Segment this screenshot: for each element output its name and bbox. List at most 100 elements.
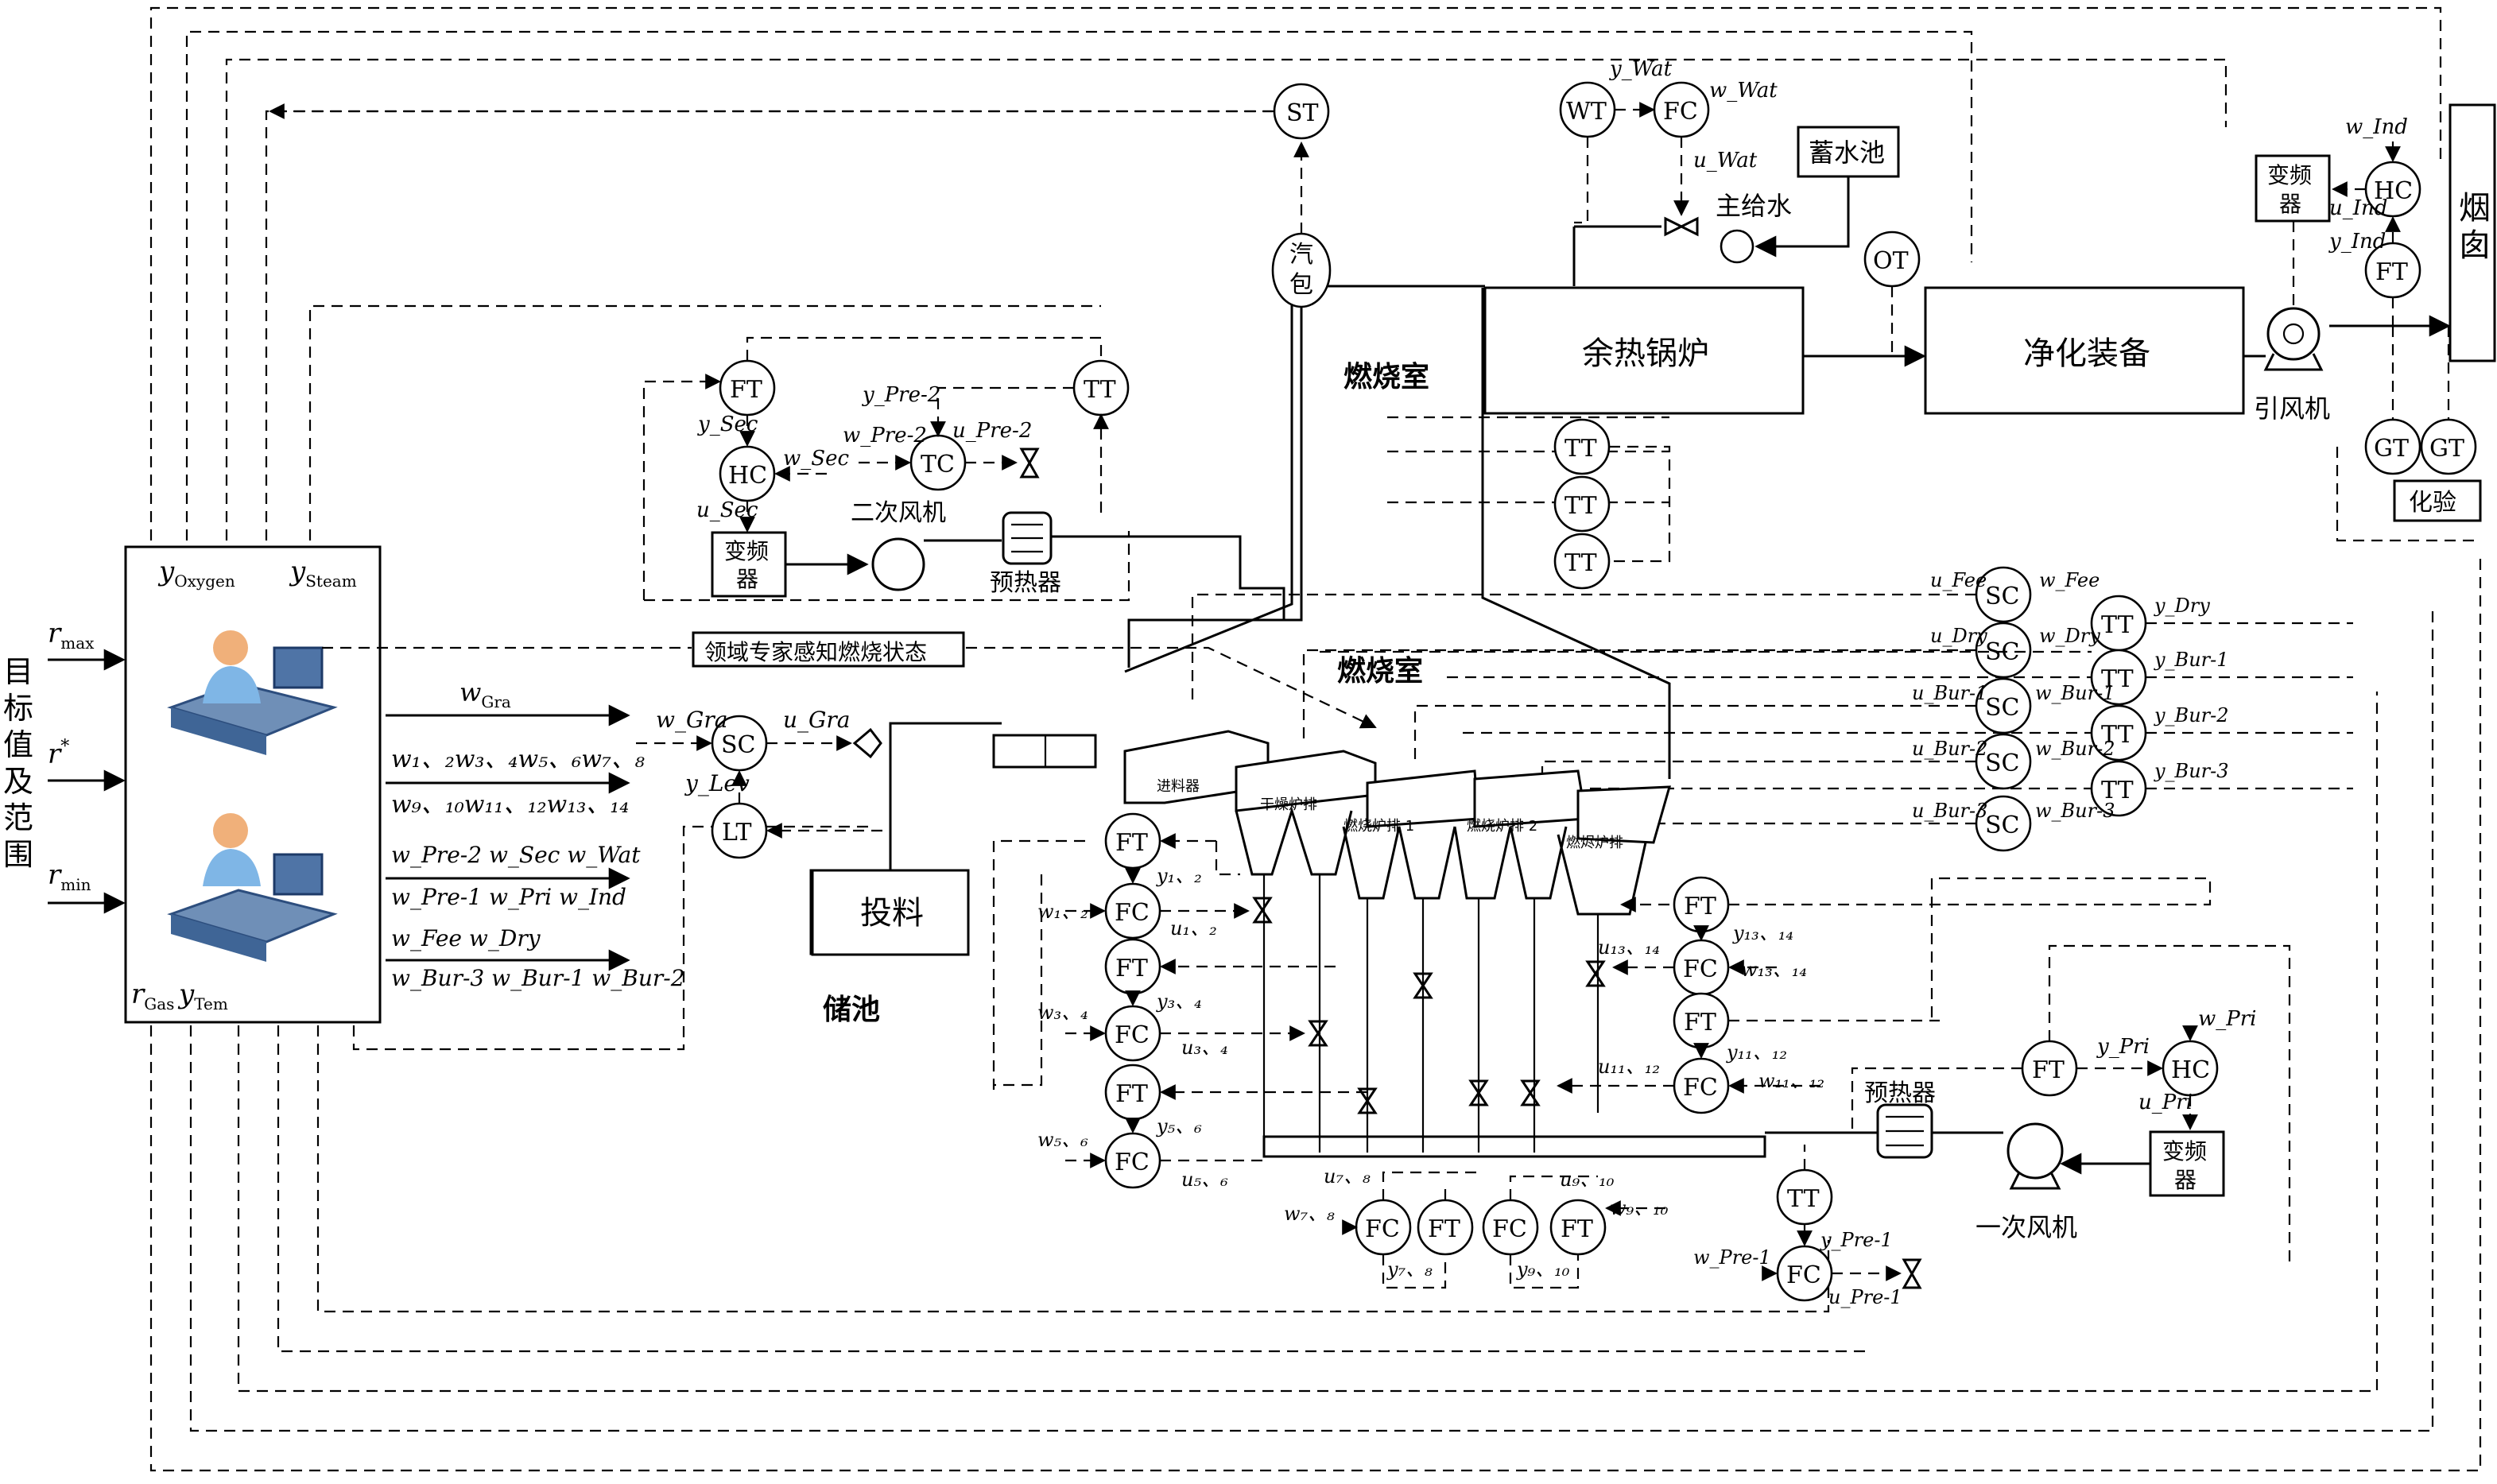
outputs-line5: w_Fee w_Dry [391,925,541,951]
u-bur1-label: u_Bur-1 [1912,682,1987,704]
preheater-bottom-label: 预热器 [1864,1079,1936,1107]
FT-primary-label: FT [2032,1056,2065,1084]
y-oxygen-label: yOxygen [157,556,235,591]
vfd-secondary-1: 变频 [724,538,769,564]
lab-test-label: 化验 [2409,489,2456,517]
grate-assembly: 进料器 干燥炉排 燃烧炉排 1 燃烧炉排 2 燃烬炉排 投料 储池 [809,722,1766,1158]
SC-bur1-label: SC [1985,694,2020,722]
WT-label: WT [1566,98,1607,126]
u12-label: u₁、₂ [1170,917,1217,940]
y910-label: y₉、₁₀ [1516,1258,1570,1281]
primary-fan-label: 一次风机 [1975,1212,2077,1242]
u-sec-label: u_Sec [696,498,758,522]
y34-label: y₃、₄ [1156,990,1202,1013]
FC-water-label: FC [1663,98,1698,126]
target-label-1: 目 [3,654,33,689]
y-pre1-label: y_Pre-1 [1820,1229,1893,1251]
purifier-label: 净化装备 [2023,335,2150,372]
u56-label: u₅、₆ [1181,1168,1228,1191]
w34-label: w₃、₄ [1037,1002,1088,1024]
FT-13-14-label: FT [1684,893,1716,920]
valve-pre2-icon [1019,448,1040,479]
w1314-label: w₁₃、₁₄ [1741,959,1807,981]
purifier-box [1924,286,2245,415]
u1314-label: u₁₃、₁₄ [1598,936,1660,959]
w78-label: w₇、₈ [1284,1203,1335,1225]
main-feed-water-label: 主给水 [1716,191,1792,221]
steam-drum-group: 汽 包 ST [269,83,1332,668]
ST-label: ST [1286,99,1319,127]
vfd-primary-1: 变频 [2162,1138,2207,1164]
w-sec-label: w_Sec [783,447,849,471]
y1314-label: y₁₃、₁₄ [1732,922,1793,944]
operator-outputs: wGra w₁、₂w₃、₄w₅、₆w₇、₈ w₉、₁₀w₁₁、₁₂w₁₃、₁₄ … [386,677,685,991]
w-bur2-label: w_Bur-2 [2035,738,2115,760]
FC-9-10-label: FC [1492,1215,1527,1243]
vfd-secondary [711,531,787,598]
vfd-primary-2: 器 [2174,1167,2197,1193]
burnout-grate [1576,785,1672,844]
secondary-fan-icon [871,537,925,591]
chimney-label-2: 囱 [2459,227,2491,264]
secondary-air-loop: FT HC y_Sec w_Sec u_Sec 变频 器 二次风机 预热器 TC… [308,304,1285,620]
combustion-chamber-label: 燃烧室 [1337,655,1423,688]
w-dry-label: w_Dry [2039,625,2100,647]
outputs-line1: w₁、₂w₃、₄w₅、₆w₇、₈ [391,746,645,773]
y-sec-label: y_Sec [697,413,758,436]
u78-label: u₇、₈ [1324,1165,1371,1188]
boiler-label: 余热锅炉 [1582,335,1709,372]
w-wat-label: w_Wat [1709,79,1778,103]
SC-bur2-label: SC [1985,750,2020,777]
w-bur3-label: w_Bur-3 [2035,800,2115,822]
ST-instrument [1273,83,1330,140]
w-pre2-label: w_Pre-2 [843,424,927,448]
target-label-4: 及 [3,764,33,799]
valve-5-6-icon [1357,1087,1378,1114]
vfd-secondary-2: 器 [736,566,758,592]
main-feed-pump [1720,229,1754,264]
dry-grate-label: 干燥炉排 [1260,796,1317,813]
TT-top-1-label: TT [1565,435,1597,463]
SC-crane-label: SC [721,731,756,759]
SC-feeder-label: SC [1985,583,2020,610]
r-min-label: rmin [48,859,91,894]
w-pre1-label: w_Pre-1 [1693,1246,1771,1269]
y1112-label: y₁₁、₁₂ [1726,1041,1787,1064]
primary-air-loops: FT FC FT FC FT FC y₁、₂ w₁、₂ u₁、₂ y₃、₄ w₃… [992,812,2212,1289]
feeding-label: 投料 [860,895,924,932]
primary-fan-icon [2007,1122,2064,1180]
TT-bur3-label: TT [2101,777,2134,804]
drum-label-1: 汽 [1289,241,1313,269]
y-bur3-label: y_Bur-3 [2154,760,2229,782]
u-ind-label: u_Ind [2329,196,2387,220]
preheater-bottom-icon [1876,1103,1933,1159]
u-dry-label: u_Dry [1930,625,1987,647]
expert-label: 领域专家感知燃烧状态 [704,639,927,665]
y-ind-label: y_Ind [2328,230,2386,254]
u910-label: u₉、₁₀ [1560,1168,1615,1191]
feeder-label: 进料器 [1157,778,1200,795]
w-bur1-label: w_Bur-1 [2035,682,2115,704]
w-ind-label: w_Ind [2345,115,2408,139]
outputs-line6: w_Bur-3 w_Bur-1 w_Bur-2 [391,965,685,991]
u1112-label: u₁₁、₁₂ [1598,1056,1660,1078]
w-fee-label: w_Fee [2039,569,2100,591]
induced-fan-icon [2263,307,2324,371]
vfd-primary [2149,1130,2225,1197]
y-bur1-label: y_Bur-1 [2154,649,2229,671]
valve-13-14-icon [1585,960,1606,987]
storage-pit-label: 储池 [823,994,880,1026]
vfd-induced-2: 器 [2279,191,2301,217]
induced-fan-label: 引风机 [2254,393,2330,424]
r-gas-label: rGas [131,978,174,1013]
burn-grate-2-label: 燃烧炉排 2 [1467,818,1537,835]
u-pre2-label: u_Pre-2 [952,419,1032,443]
FC-pre1-label: FC [1786,1261,1821,1289]
crane-level-loop: SC LT w_Gra u_Gra y_Lev [636,707,882,859]
input-arrows: rmax r* rmin [48,618,126,914]
valve-1-2-icon [1252,897,1273,924]
water-valve-icon [1664,216,1699,237]
y56-label: y₅、₆ [1156,1115,1202,1137]
vfd-induced [2255,154,2331,223]
